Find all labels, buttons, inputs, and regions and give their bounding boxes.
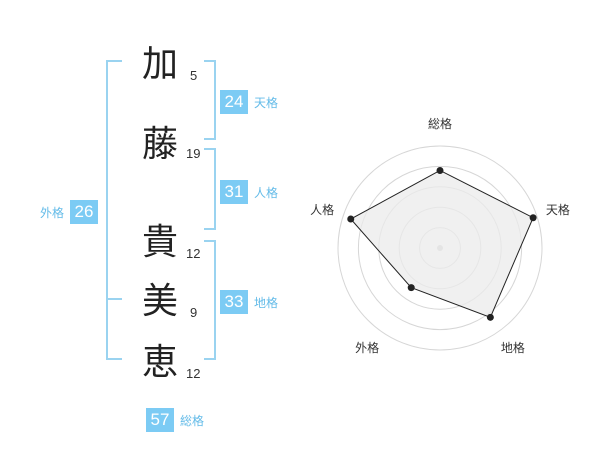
radar-series-polygon: [349, 169, 534, 318]
stroke-count-5: 12: [186, 366, 201, 381]
gaikaku-score: 26: [70, 200, 98, 224]
radar-chart: 総格天格地格 外格 人格: [290, 100, 590, 380]
gaikaku-label: 外格: [40, 206, 65, 220]
radar-point-1: [436, 166, 444, 174]
radar-axis-label-2: 天格: [545, 202, 570, 217]
chikaku-bracket: [204, 240, 216, 360]
soukaku-score: 57: [146, 408, 174, 432]
gaikaku-bracket-tick: [106, 298, 122, 300]
gaikaku-bracket: [106, 60, 122, 360]
stroke-count-2: 19: [186, 146, 201, 161]
radar-point-4: [407, 284, 415, 292]
stroke-count-4: 9: [190, 305, 198, 320]
name-char-1: 加: [141, 44, 178, 85]
radar-point-3: [486, 313, 494, 321]
radar-point-2: [529, 214, 537, 222]
jinkaku-score: 31: [220, 180, 248, 204]
radar-point-5: [347, 215, 355, 223]
radar-axis-label-1: 総格: [428, 117, 453, 131]
name-char-2: 藤: [141, 124, 178, 165]
radar-chart-svg: [337, 145, 543, 351]
stroke-count-3: 12: [186, 246, 201, 261]
name-char-4: 美: [141, 281, 178, 322]
name-char-5: 恵: [141, 342, 178, 383]
radar-ring-4: [357, 165, 523, 331]
jinkaku-label: 人格: [254, 186, 279, 200]
stroke-count-1: 5: [190, 68, 198, 83]
soukaku-label: 総格: [180, 414, 205, 428]
tenkaku-label: 天格: [254, 96, 279, 110]
radar-axis-label-3: 地格: [500, 341, 525, 356]
tenkaku-bracket: [204, 60, 216, 140]
radar-axis-label-5: 人格: [310, 202, 335, 217]
radar-axis-label-4: 外格: [355, 341, 380, 356]
chikaku-score: 33: [220, 290, 248, 314]
tenkaku-score: 24: [220, 90, 248, 114]
jinkaku-bracket: [204, 148, 216, 230]
chikaku-label: 地格: [254, 296, 279, 310]
name-char-3: 貴: [141, 222, 178, 263]
